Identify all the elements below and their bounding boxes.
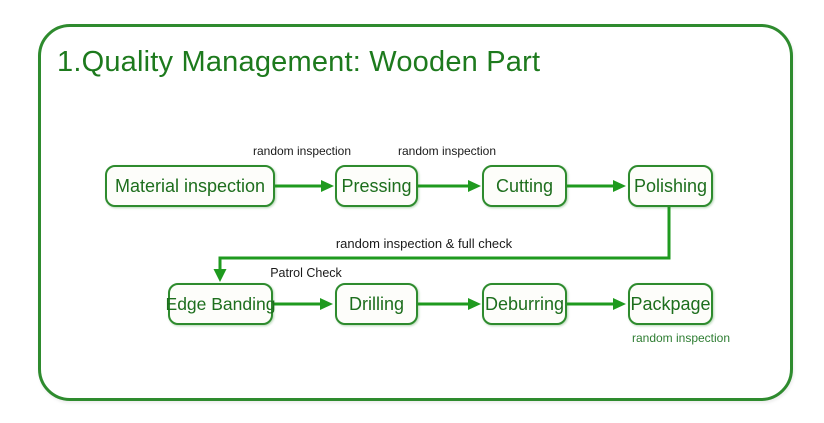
node-label: Drilling	[348, 293, 404, 314]
node-polishing: Polishing	[628, 165, 713, 207]
edge-label-material-pressing: random inspection	[252, 144, 352, 158]
node-edge-banding: Edge Banding	[165, 283, 276, 325]
node-label: Polishing	[633, 175, 708, 196]
node-pressing: Pressing	[335, 165, 418, 207]
node-label: Cutting	[495, 175, 554, 196]
diagram-title: 1.Quality Management: Wooden Part	[57, 46, 541, 78]
edge-label-pressing-cutting: random inspection	[397, 144, 497, 158]
node-label: Packpage	[630, 293, 711, 314]
node-material-inspection: Material inspection	[105, 165, 275, 207]
node-packpage: Packpage	[628, 283, 713, 325]
node-label: Pressing	[341, 175, 412, 196]
edge-label-polishing-edge-banding: random inspection & full check	[335, 236, 513, 251]
node-annotation-packpage: random inspection	[631, 331, 731, 345]
node-label: Edge Banding	[165, 293, 276, 314]
node-drilling: Drilling	[335, 283, 418, 325]
node-label: Deburring	[484, 293, 565, 314]
edge-label-edge-banding-drilling: Patrol Check	[270, 266, 342, 280]
node-cutting: Cutting	[482, 165, 567, 207]
node-deburring: Deburring	[482, 283, 567, 325]
node-label: Material inspection	[114, 175, 266, 196]
